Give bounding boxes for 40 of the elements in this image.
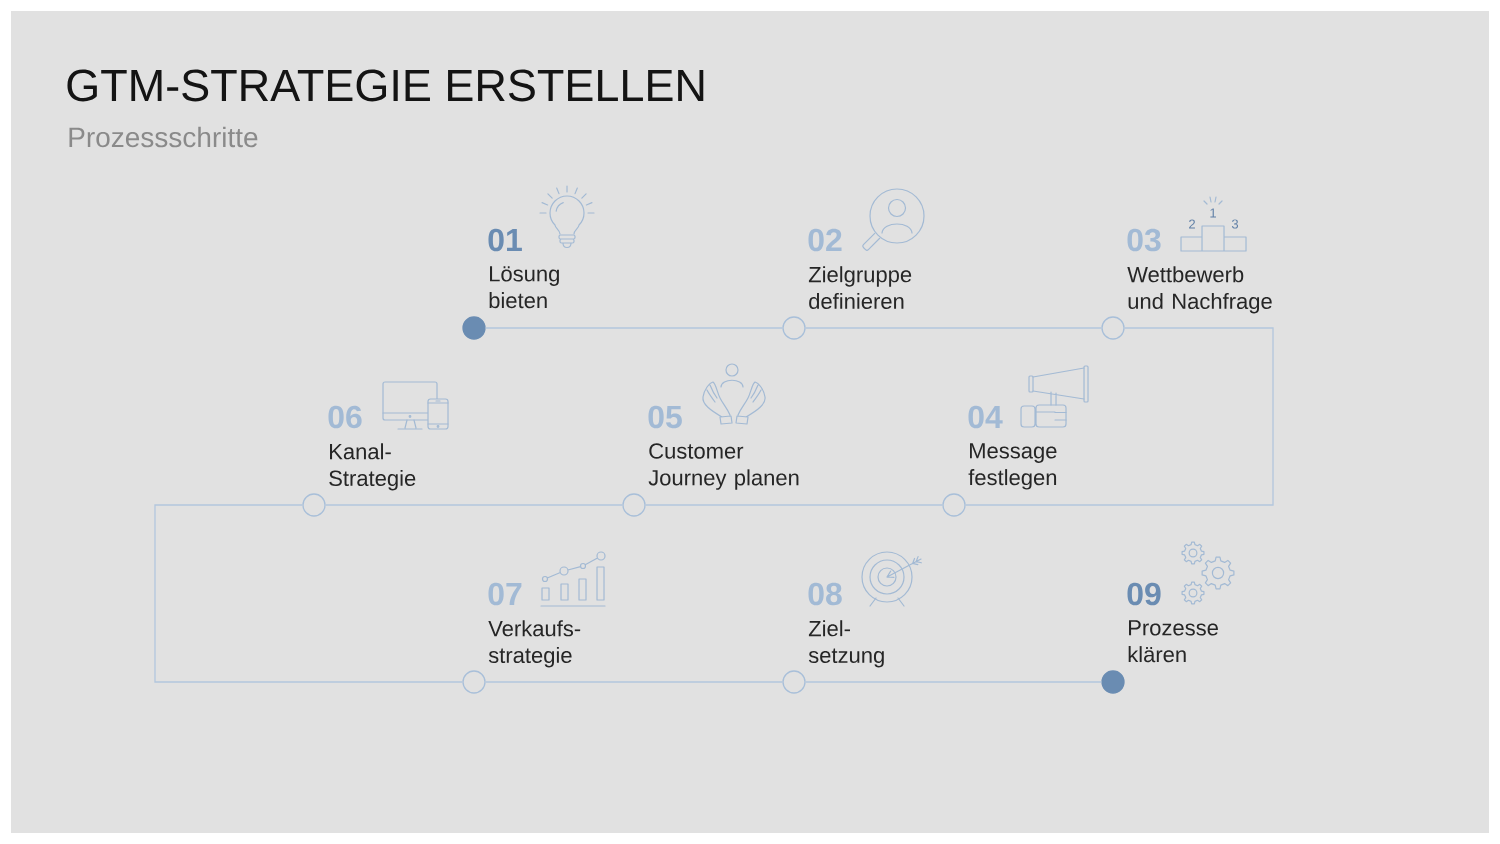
step-number: 07: [488, 582, 522, 606]
step-label: Kanal- Strategie: [329, 443, 416, 491]
rank-number: 1: [1210, 208, 1216, 218]
step-number: 06: [328, 405, 362, 429]
milestone-circle: [302, 493, 326, 517]
milestone-circle: [942, 493, 966, 517]
rank-number: 2: [1189, 219, 1195, 229]
step-number: 09: [1127, 582, 1161, 606]
connector-line: [485, 681, 783, 683]
step-number: 05: [648, 405, 682, 429]
step-number: 01: [488, 228, 522, 252]
connector-line: [805, 327, 1102, 329]
connector-line: [485, 327, 783, 329]
connector-line: [805, 681, 1102, 683]
milestone-dot: [462, 316, 486, 340]
connector-line: [645, 504, 943, 506]
milestone-circle: [622, 493, 646, 517]
milestone-dot: [1101, 670, 1125, 694]
step-label: Verkaufs- strategie: [488, 620, 581, 668]
step-label: Wettbewerb und Nachfrage: [1127, 266, 1272, 314]
step-number: 02: [808, 228, 842, 252]
slide-title: GTM-STRATEGIE ERSTELLEN: [67, 69, 704, 102]
step-label: Zielgruppe definieren: [808, 266, 912, 310]
step-label: Ziel- setzung: [808, 620, 884, 668]
milestone-circle: [462, 670, 486, 694]
rank-number: 3: [1231, 219, 1239, 229]
connector-line: [154, 504, 463, 683]
connector-line: [965, 327, 1274, 506]
step-number: 04: [968, 405, 1003, 429]
step-label: Prozesse klären: [1128, 620, 1218, 663]
slide-subtitle: Prozessschritte: [69, 126, 258, 148]
milestone-circle: [1101, 316, 1125, 340]
step-number: 03: [1127, 228, 1161, 252]
connector-line: [325, 504, 623, 506]
step-label: Message festlegen: [968, 443, 1057, 490]
step-label: Lösung bieten: [489, 266, 559, 309]
milestone-circle: [782, 670, 806, 694]
milestone-circle: [782, 316, 806, 340]
step-label: Customer Journey planen: [648, 443, 799, 490]
step-number: 08: [808, 582, 842, 606]
